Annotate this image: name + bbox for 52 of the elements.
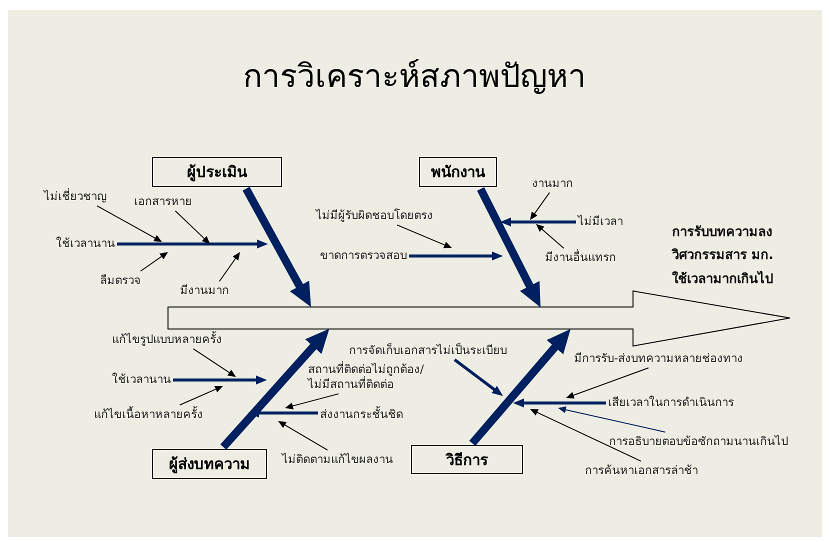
arrow bbox=[285, 393, 340, 410]
cause-label: เสียเวลาในการดำเนินการ bbox=[608, 395, 734, 410]
arrow bbox=[96, 205, 162, 242]
arrow bbox=[117, 240, 268, 248]
cause-label: มีการรับ-ส่งบทความหลายช่องทาง bbox=[574, 351, 744, 366]
arrow bbox=[530, 409, 642, 462]
cause-label: ไม่มีเวลา bbox=[578, 214, 623, 229]
category-box: ผู้ส่งบทความ bbox=[152, 449, 267, 479]
cause-label: เอกสารหาย bbox=[134, 194, 192, 209]
arrow bbox=[248, 408, 318, 418]
arrow bbox=[218, 252, 240, 282]
arrow bbox=[220, 328, 330, 450]
arrow bbox=[192, 348, 236, 377]
arrow bbox=[530, 192, 550, 220]
cause-label: ไม่ติดตามแก้ไขผลงาน bbox=[282, 452, 393, 467]
arrow bbox=[469, 329, 571, 446]
arrow bbox=[174, 210, 210, 244]
diagram-title: การวิเคราะห์สภาพปัญหา bbox=[242, 56, 587, 97]
cause-label: ส่งงานกระชั้นชิด bbox=[320, 407, 403, 422]
cause-label: ไม่เชี่ยวชาญ bbox=[44, 189, 107, 204]
arrow bbox=[242, 186, 312, 308]
cause-label: แก้ไขรูปแบบหลายครั้ง bbox=[112, 332, 222, 347]
arrow bbox=[536, 224, 564, 249]
arrow bbox=[454, 358, 504, 396]
cause-label: แก้ไขเนื้อหาหลายครั้ง bbox=[94, 407, 203, 422]
category-box: วิธีการ bbox=[411, 445, 523, 474]
cause-label: ไม่มีผู้รับผิดชอบโดยตรง bbox=[316, 208, 433, 223]
arrow bbox=[477, 187, 541, 308]
arrow bbox=[513, 398, 606, 408]
category-box: ผู้ประเมิน bbox=[152, 157, 282, 187]
effect-label: การรับบทความลง วิศวกรรมสาร มก. ใช้เวลามากเกินไป bbox=[672, 224, 774, 289]
cause-label: สถานที่ติดต่อไม่ถูกต้อง/ไม่มีสถานที่ติดต่อ bbox=[308, 362, 424, 392]
arrow bbox=[278, 420, 328, 451]
arrow bbox=[500, 218, 576, 226]
cause-label: การค้นหาเอกสารล่าช้า bbox=[585, 463, 698, 478]
arrow bbox=[558, 406, 666, 433]
arrow bbox=[140, 252, 168, 272]
cause-label: มีงานมาก bbox=[180, 283, 229, 298]
cause-label: ลืมตรวจ bbox=[100, 273, 141, 288]
arrow bbox=[179, 386, 224, 406]
cause-label: การจัดเก็บเอกสารไม่เป็นระเบียบ bbox=[349, 343, 507, 358]
cause-label: งานมาก bbox=[532, 176, 573, 191]
arrow bbox=[396, 224, 452, 248]
arrow bbox=[409, 252, 503, 260]
arrow bbox=[173, 376, 267, 384]
cause-label: การอธิบายตอบข้อซักถามนานเกินไป bbox=[609, 434, 788, 449]
cause-label: ใช้เวลานาน bbox=[56, 236, 115, 251]
cause-label: มีงานอื่นแทรก bbox=[545, 250, 616, 265]
cause-label: ใช้เวลานาน bbox=[112, 372, 171, 387]
category-box: พนักงาน bbox=[419, 157, 497, 187]
arrow bbox=[566, 367, 649, 399]
cause-label: ขาดการตรวจสอบ bbox=[320, 248, 407, 263]
